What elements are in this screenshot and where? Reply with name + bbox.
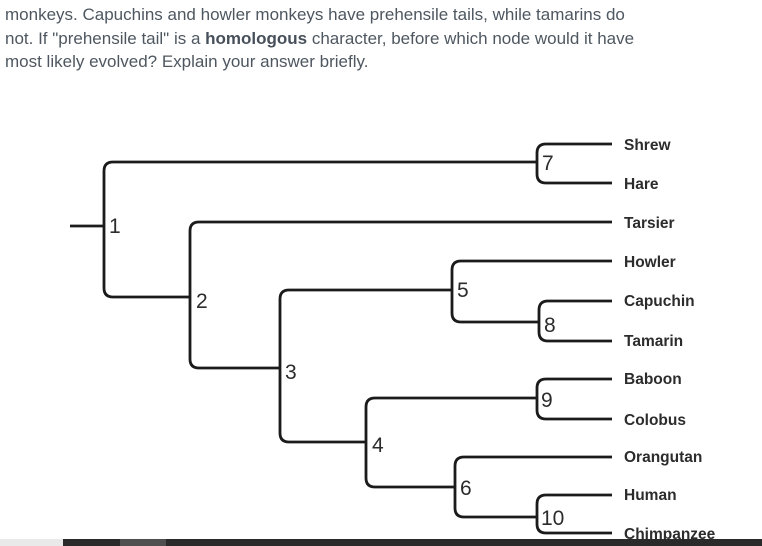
branch-node-2 — [188, 220, 612, 370]
branch-node-7 — [535, 142, 612, 185]
taxon-label-baboon: Baboon — [624, 371, 682, 388]
branch-node-5 — [450, 259, 612, 324]
branch-node-10 — [535, 493, 612, 535]
taxon-label-howler: Howler — [624, 254, 676, 271]
branch-node-4 — [364, 396, 537, 489]
node-label-10: 10 — [541, 507, 564, 530]
node-label-9: 9 — [541, 389, 553, 412]
taxon-label-capuchin: Capuchin — [624, 293, 695, 310]
bottom-bar-thumb[interactable] — [120, 539, 166, 546]
question-line-1: monkeys. Capuchins and howler monkeys ha… — [5, 5, 625, 24]
question-line-3: most likely evolved? Explain your answer… — [5, 52, 369, 71]
bottom-bar-track[interactable] — [63, 539, 762, 546]
node-label-6: 6 — [460, 477, 472, 500]
question-line-2-post: character, before which node would it ha… — [307, 28, 635, 48]
node-label-3: 3 — [285, 361, 297, 384]
taxon-label-chimpanzee: Chimpanzee — [624, 526, 716, 543]
question-line-2: not. If "prehensile tail" is a homologou… — [5, 27, 755, 51]
branch-node-9 — [535, 377, 612, 421]
taxon-label-tarsier: Tarsier — [624, 215, 675, 232]
bottom-bar-light-segment — [0, 539, 63, 546]
node-label-5: 5 — [457, 279, 469, 302]
branch-node-3 — [278, 288, 452, 444]
question-bold-term: homologous — [205, 28, 308, 48]
node-label-8: 8 — [544, 314, 556, 337]
node-label-7: 7 — [542, 152, 554, 175]
taxon-label-colobus: Colobus — [624, 412, 686, 429]
bottom-bar — [0, 539, 762, 546]
branch-node-8 — [537, 299, 612, 343]
taxon-label-human: Human — [624, 487, 677, 504]
taxon-label-hare: Hare — [624, 176, 659, 193]
branch-node-6 — [453, 455, 612, 519]
taxon-label-orangutan: Orangutan — [624, 449, 702, 466]
taxon-label-tamarin: Tamarin — [624, 333, 683, 350]
question-line-2-pre: not. If "prehensile tail" is a — [5, 28, 206, 48]
question-text: monkeys. Capuchins and howler monkeys ha… — [5, 3, 755, 74]
taxon-label-shrew: Shrew — [624, 137, 671, 154]
node-label-4: 4 — [372, 434, 384, 457]
node-label-2: 2 — [196, 290, 208, 313]
node-label-1: 1 — [109, 215, 121, 238]
branch-node-1 — [102, 160, 537, 299]
